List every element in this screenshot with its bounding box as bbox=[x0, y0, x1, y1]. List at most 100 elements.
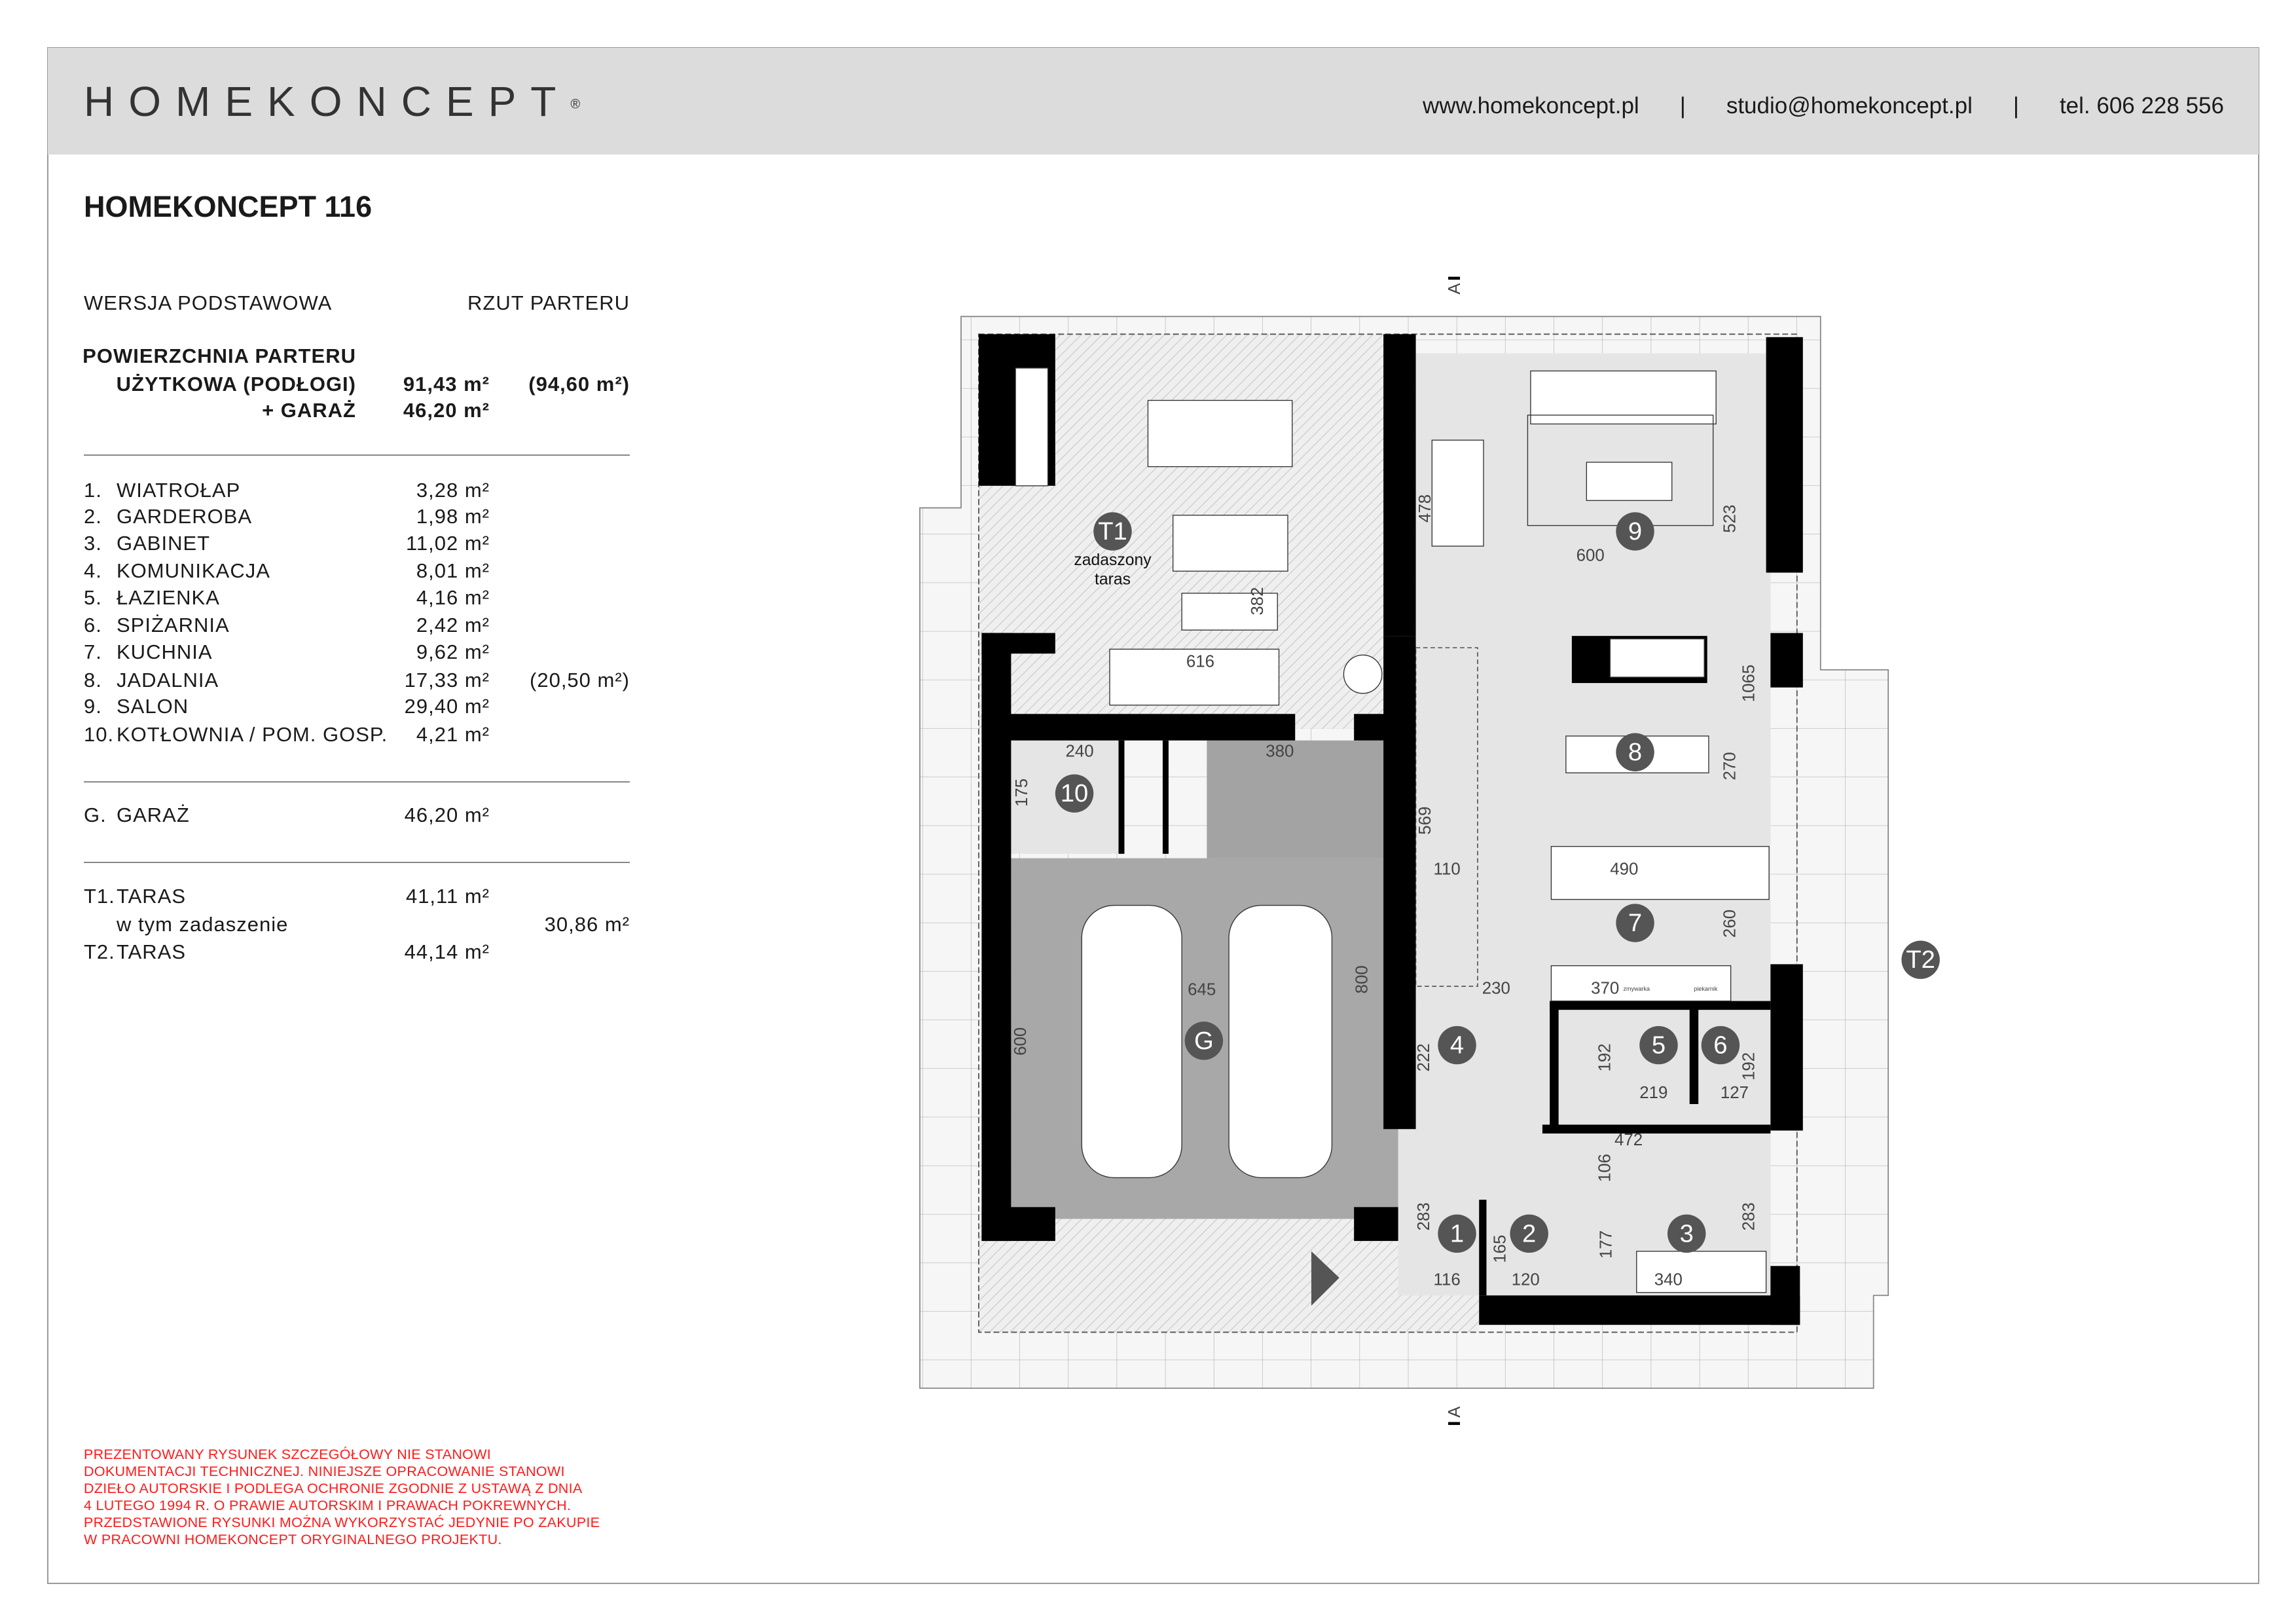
terrace-t2-number: T2. bbox=[84, 940, 115, 963]
stairs bbox=[1415, 647, 1478, 987]
garage-heading: + GARAŻ bbox=[262, 399, 356, 422]
area-heading-1: POWIERZCHNIA PARTERU bbox=[82, 344, 356, 367]
marker-label: G bbox=[1194, 1027, 1214, 1055]
dimension: 192 bbox=[1740, 1052, 1758, 1080]
marker-label: 10 bbox=[1061, 779, 1089, 807]
dimension: 523 bbox=[1721, 505, 1739, 533]
room-name: KOMUNIKACJA bbox=[117, 559, 270, 582]
email-link[interactable]: studio@homekoncept.pl bbox=[1726, 93, 1973, 119]
marker-6 bbox=[1701, 1025, 1740, 1065]
car-left bbox=[1081, 904, 1182, 1179]
area-value: 91,43 m² bbox=[403, 373, 490, 396]
room-area: 29,40 m² bbox=[404, 695, 490, 718]
registered-mark: ® bbox=[570, 97, 581, 112]
room-area: 11,02 m² bbox=[405, 532, 490, 555]
terrace-t1-covered-area: 30,86 m² bbox=[544, 913, 630, 936]
appliance-label: zmywarka bbox=[1624, 986, 1650, 992]
dimension: 800 bbox=[1353, 965, 1371, 993]
marker-9 bbox=[1616, 512, 1654, 551]
divider bbox=[84, 781, 630, 783]
website-link[interactable]: www.homekoncept.pl bbox=[1422, 93, 1639, 119]
marker-label: 8 bbox=[1628, 738, 1642, 766]
area-heading-2: UŻYTKOWA (PODŁOGI) bbox=[116, 373, 356, 396]
garage-storage bbox=[1207, 740, 1398, 858]
room-name: GARDEROBA bbox=[117, 505, 253, 528]
dimension: 616 bbox=[1186, 652, 1214, 671]
kitchen-island bbox=[1550, 845, 1770, 900]
view-label: RZUT PARTERU bbox=[467, 291, 630, 314]
marker-label: 9 bbox=[1628, 517, 1642, 545]
room-number: 9. bbox=[84, 695, 102, 718]
room-area: 17,33 m² bbox=[404, 669, 490, 692]
room-name: JADALNIA bbox=[117, 669, 219, 692]
dimension: 192 bbox=[1595, 1043, 1614, 1071]
terrace-round-table bbox=[1343, 654, 1383, 694]
room-number: 4. bbox=[84, 559, 102, 582]
marker-g bbox=[1184, 1022, 1224, 1060]
separator: | bbox=[1679, 93, 1686, 119]
dimension: 222 bbox=[1415, 1043, 1433, 1071]
dimension: 127 bbox=[1721, 1084, 1749, 1102]
phone-link[interactable]: tel. 606 228 556 bbox=[2059, 93, 2224, 119]
terrace-lounge-sofa bbox=[1109, 648, 1280, 706]
marker-t1 bbox=[1093, 512, 1132, 551]
dimension: 175 bbox=[1013, 779, 1031, 807]
marker-3 bbox=[1667, 1214, 1706, 1253]
room-area: 4,21 m² bbox=[416, 723, 490, 746]
section-marker-top: A bbox=[1446, 276, 1464, 295]
dimension: 165 bbox=[1491, 1235, 1510, 1263]
room-number: 8. bbox=[84, 669, 102, 692]
terrace-t1-area: 41,11 m² bbox=[405, 885, 490, 908]
dimension: 569 bbox=[1416, 806, 1434, 834]
t1-caption: zadaszony bbox=[1074, 551, 1152, 569]
dimension: 270 bbox=[1721, 752, 1739, 780]
dimension: 600 bbox=[1011, 1027, 1030, 1056]
room-number: 7. bbox=[84, 640, 102, 663]
dimension: 230 bbox=[1482, 979, 1510, 997]
area-alt-value: (94,60 m²) bbox=[528, 373, 630, 396]
garage-area-value: 46,20 m² bbox=[403, 399, 490, 422]
salon-armchair bbox=[1431, 439, 1484, 547]
homekoncept-logo[interactable]: HOMEKONCEPT® bbox=[84, 77, 580, 126]
marker-label: 2 bbox=[1522, 1219, 1536, 1247]
marker-2 bbox=[1510, 1214, 1548, 1253]
dimension: 340 bbox=[1654, 1271, 1683, 1289]
dimension: 478 bbox=[1416, 494, 1434, 523]
dimension: 260 bbox=[1721, 910, 1739, 938]
copyright-disclaimer: PREZENTOWANY RYSUNEK SZCZEGÓŁOWY NIE STA… bbox=[84, 1447, 600, 1547]
marker-label: 7 bbox=[1628, 909, 1642, 937]
separator: | bbox=[2013, 93, 2019, 119]
divider bbox=[84, 454, 630, 456]
terrace-t1-name: TARAS bbox=[117, 885, 187, 908]
room-area: 1,98 m² bbox=[416, 505, 490, 528]
room-number: 10. bbox=[84, 723, 115, 746]
dimension: 177 bbox=[1597, 1230, 1616, 1259]
kitchen-counter bbox=[1550, 965, 1732, 1002]
dimension: 283 bbox=[1415, 1202, 1433, 1230]
room-area: 8,01 m² bbox=[416, 559, 490, 582]
room-area: 4,16 m² bbox=[416, 586, 490, 609]
section-label: A bbox=[1446, 283, 1464, 295]
room-name: WIATROŁAP bbox=[117, 479, 241, 502]
dimension: 645 bbox=[1188, 981, 1216, 999]
garage-area: 46,20 m² bbox=[404, 803, 490, 826]
dimension: 116 bbox=[1434, 1271, 1461, 1289]
room-number: 2. bbox=[84, 505, 102, 528]
room-number: 6. bbox=[84, 614, 102, 637]
salon-coffee-table bbox=[1586, 462, 1673, 501]
room-number: 3. bbox=[84, 532, 102, 555]
appliance-label: piekarnik bbox=[1694, 986, 1717, 992]
dimension: 490 bbox=[1610, 860, 1638, 878]
room-kitchen-dining bbox=[1415, 636, 1771, 1001]
marker-5 bbox=[1639, 1025, 1678, 1065]
dimension: 283 bbox=[1740, 1202, 1758, 1230]
terrace-t2-name: TARAS bbox=[117, 940, 187, 963]
marker-label: 4 bbox=[1450, 1031, 1464, 1060]
room-name: ŁAZIENKA bbox=[117, 586, 220, 609]
header-band bbox=[48, 48, 2259, 155]
room-area: 3,28 m² bbox=[416, 479, 490, 502]
t1-caption: taras bbox=[1095, 570, 1131, 588]
kitchen-hob bbox=[1609, 638, 1705, 678]
dimension: 600 bbox=[1576, 546, 1605, 564]
marker-1 bbox=[1438, 1214, 1476, 1253]
